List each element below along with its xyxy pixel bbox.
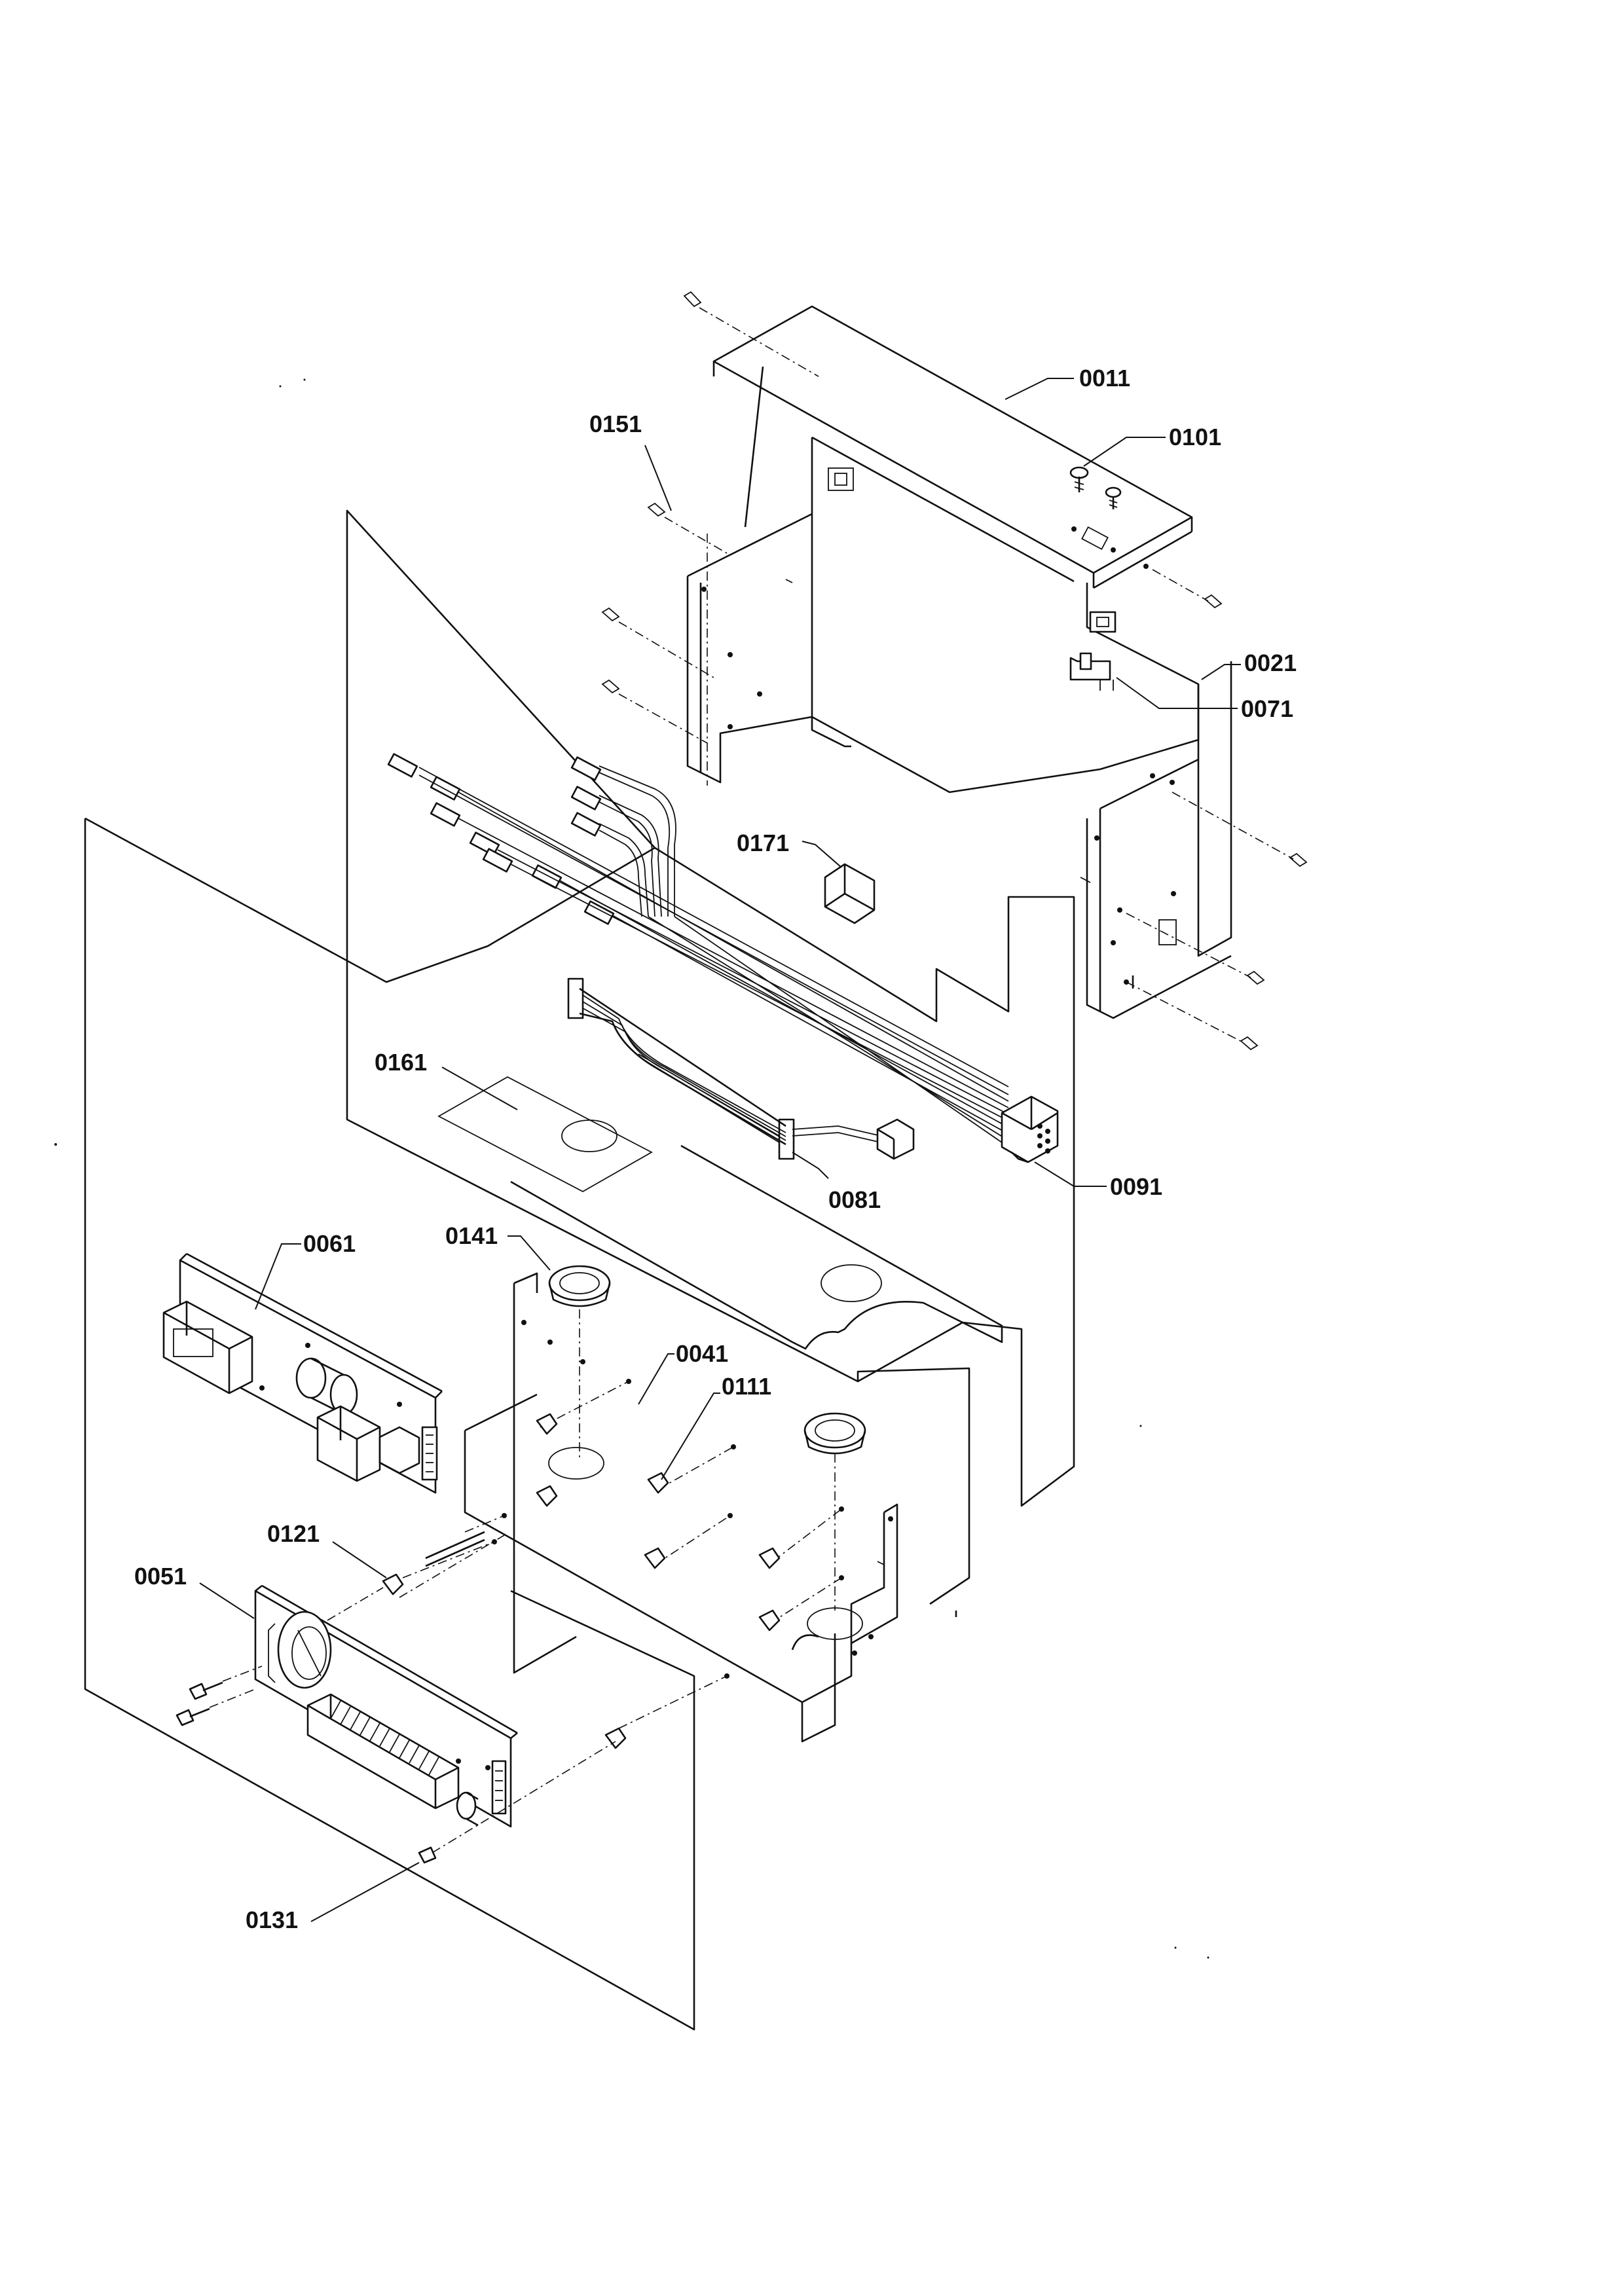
grommets-part (548, 1265, 866, 1611)
lower-assembly-plane (84, 817, 970, 2031)
label-0161: 0161 (375, 1049, 518, 1110)
svg-text:0111: 0111 (722, 1373, 771, 1400)
fastener-screws-part (601, 291, 1308, 1051)
display-pcb-part (175, 1584, 518, 1828)
label-0141: 0141 (445, 1222, 551, 1271)
svg-text:0131: 0131 (246, 1906, 298, 1933)
label-0081: 0081 (792, 1152, 881, 1213)
label-0121: 0121 (267, 1520, 387, 1578)
label-0151: 0151 (589, 410, 672, 511)
label-0171: 0171 (737, 829, 842, 868)
svg-text:0091: 0091 (1110, 1173, 1162, 1200)
svg-text:0171: 0171 (737, 829, 789, 856)
bottom-screw-part (418, 1675, 728, 1864)
svg-text:0151: 0151 (589, 410, 642, 437)
svg-text:0021: 0021 (1244, 649, 1297, 676)
label-0041: 0041 (638, 1340, 728, 1405)
switch-part (1069, 611, 1116, 691)
label-0021: 0021 (1201, 649, 1297, 680)
svg-text:0041: 0041 (676, 1340, 728, 1367)
clip-part (824, 863, 876, 924)
lower-plate-cutout (510, 1144, 1003, 1350)
svg-text:0051: 0051 (134, 1563, 187, 1590)
svg-text:0011: 0011 (1079, 365, 1130, 392)
top-cover-part (712, 305, 1193, 589)
standoff-part (327, 1531, 505, 1621)
label-0051: 0051 (134, 1563, 255, 1619)
label-0131: 0131 (246, 1862, 420, 1933)
label-0091: 0091 (1034, 1161, 1162, 1200)
gasket-plate-part (437, 1076, 653, 1193)
label-0101: 0101 (1083, 424, 1221, 467)
power-pcb-part (162, 1252, 443, 1494)
label-0071: 0071 (1116, 677, 1293, 722)
wire-harness-part (387, 753, 1059, 1163)
svg-text:0071: 0071 (1241, 695, 1293, 722)
label-0111: 0111 (661, 1373, 771, 1480)
bracket-clips-part (536, 1413, 781, 1749)
housing-part (686, 436, 1232, 1019)
screws-part (1069, 466, 1122, 509)
display-segments (330, 1700, 439, 1776)
svg-text:0081: 0081 (828, 1186, 881, 1213)
svg-text:0161: 0161 (375, 1049, 427, 1076)
svg-text:0141: 0141 (445, 1222, 498, 1249)
label-0061: 0061 (255, 1230, 356, 1310)
svg-text:0101: 0101 (1169, 424, 1221, 450)
bracket-part (464, 1272, 957, 1743)
svg-text:0061: 0061 (303, 1230, 356, 1257)
svg-text:0121: 0121 (267, 1520, 320, 1547)
label-0011: 0011 (1005, 365, 1130, 400)
